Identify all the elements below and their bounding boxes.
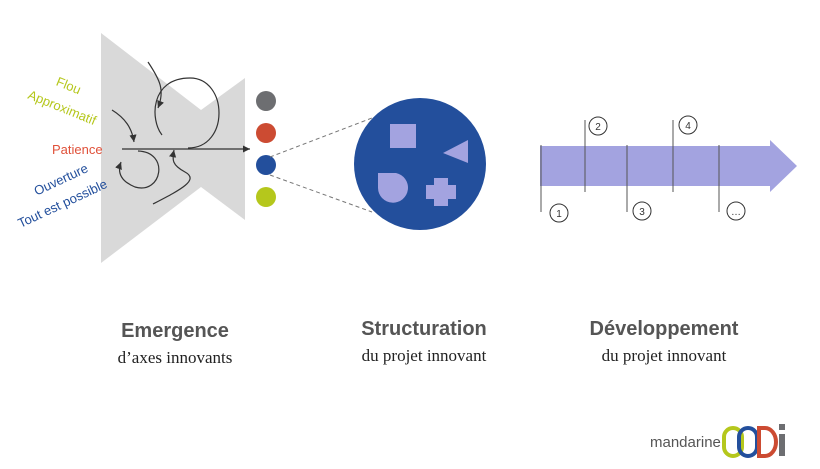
label-patience: Patience: [52, 142, 103, 157]
dot-red: [256, 123, 276, 143]
structure-circle: [354, 98, 486, 230]
milestone-1: 1: [556, 209, 562, 220]
milestone-2: 2: [595, 122, 601, 133]
triangle-shape: [443, 140, 468, 163]
cross-shape: [426, 178, 456, 206]
milestone-circles: [549, 115, 746, 223]
logo-text: mandarine: [650, 433, 721, 451]
milestone-4: 4: [685, 121, 691, 132]
dot-gray: [256, 91, 276, 111]
developpement-subtitle: du projet innovant: [601, 346, 727, 365]
logo: mandarine: [650, 418, 801, 458]
milestone-5: …: [731, 207, 741, 218]
emergence-subtitle: d’axes innovants: [117, 348, 233, 367]
funnel-shape: [101, 33, 245, 263]
developpement-title: Développement: [589, 318, 739, 340]
development-arrow: [540, 140, 797, 192]
logo-mark: [721, 424, 785, 458]
dot-lime: [256, 187, 276, 207]
structuration-subtitle: du projet innovant: [361, 346, 487, 365]
square-shape: [390, 124, 416, 148]
swirl-arrows: [111, 61, 250, 205]
milestone-3: 3: [639, 207, 645, 218]
structuration-title: Structuration: [361, 318, 487, 340]
dot-blue: [256, 155, 276, 175]
milestone-ticks: [540, 120, 720, 212]
drop-shape: [378, 173, 408, 203]
emergence-title: Emergence: [121, 320, 229, 342]
